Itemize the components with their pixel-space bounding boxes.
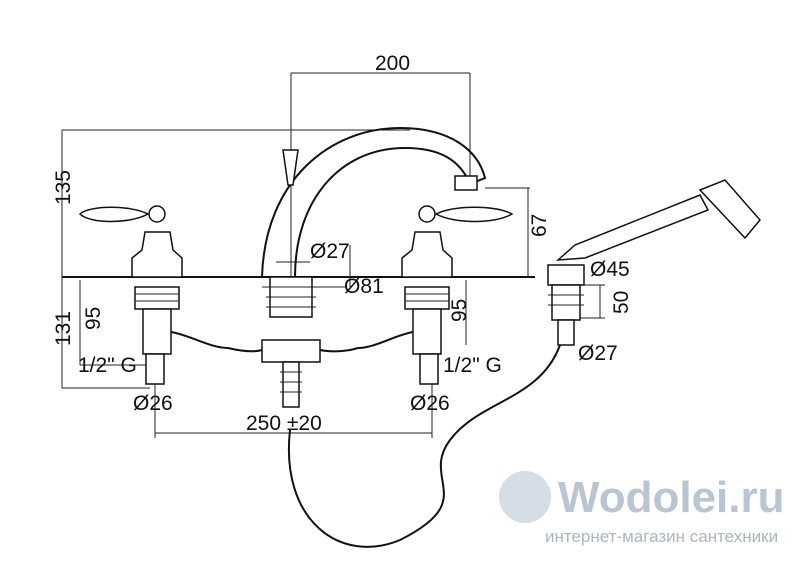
left-handle-icon <box>78 206 150 223</box>
dim-valve-depth-left: 95 <box>82 307 105 330</box>
dim-spout-reach: 200 <box>375 52 410 75</box>
dim-below-deck: 131 <box>52 311 75 346</box>
dim-thread-left: 1/2" G <box>78 354 137 377</box>
watermark-tagline: интернет-магазин сантехники <box>545 527 778 546</box>
dim-center-distance: 250 ±20 <box>246 412 322 435</box>
left-valve <box>78 205 229 385</box>
dim-shower-pipe-diameter: Ø27 <box>578 342 618 365</box>
dim-spout-diameter: Ø27 <box>310 240 350 263</box>
dim-spout-base-diameter: Ø81 <box>344 275 384 298</box>
dim-shower-holder-diameter: Ø45 <box>590 258 630 281</box>
spout <box>261 126 487 278</box>
watermark-logo-icon <box>499 471 551 523</box>
dim-shower-holder-height: 50 <box>610 291 633 314</box>
hand-shower <box>287 179 761 548</box>
dim-thread-right: 1/2" G <box>443 354 502 377</box>
lever-icon <box>282 149 299 186</box>
watermark: Wodolei.ru интернет-магазин сантехники <box>499 471 785 546</box>
dim-spout-height: 67 <box>528 214 551 237</box>
center-valve <box>227 276 359 408</box>
dim-total-height: 135 <box>52 170 75 205</box>
right-handle-icon <box>434 206 514 223</box>
shower-head-icon <box>698 179 761 240</box>
right-valve <box>357 205 514 385</box>
watermark-brand: Wodolei.ru <box>558 473 785 522</box>
dim-pipe-right: Ø26 <box>410 392 450 415</box>
dim-valve-depth-right: 95 <box>448 299 471 322</box>
dim-pipe-left: Ø26 <box>133 392 173 415</box>
